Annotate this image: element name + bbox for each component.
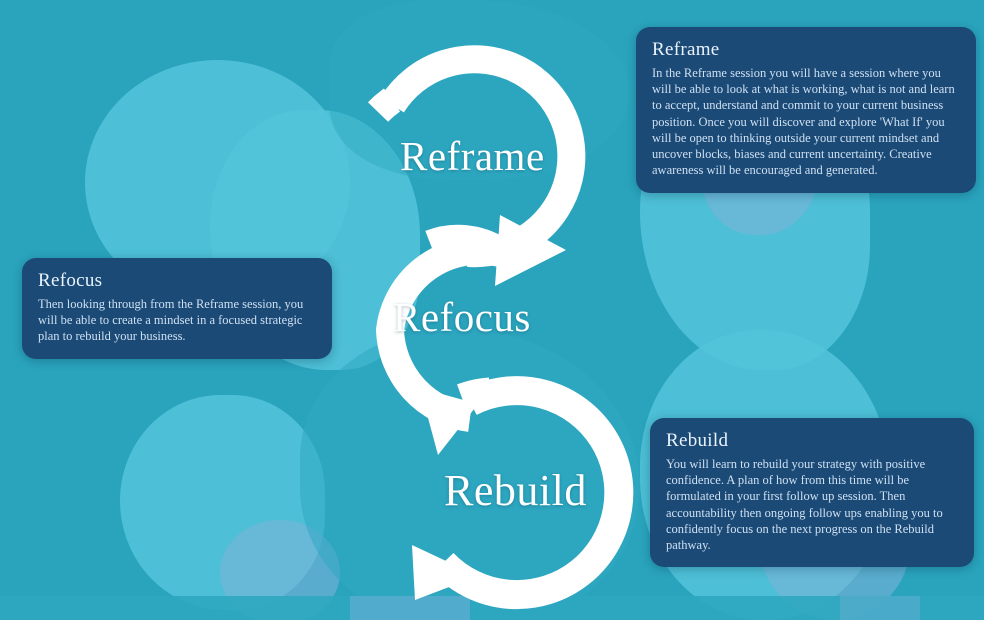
- refocus-arrow-icon: [375, 224, 507, 455]
- card-reframe-title: Reframe: [652, 39, 720, 60]
- stage-label-reframe: Reframe: [400, 133, 545, 179]
- reframe-arrow-icon: [367, 45, 586, 286]
- card-refocus-title: Refocus: [38, 270, 103, 291]
- card-refocus-body: Then looking through from the Reframe se…: [38, 296, 304, 344]
- card-refocus: Refocus Then looking through from the Re…: [22, 258, 332, 359]
- stage-label-rebuild: Rebuild: [444, 466, 587, 515]
- card-reframe: Reframe In the Reframe session you will …: [636, 27, 976, 193]
- background-band: [840, 596, 920, 620]
- background-band: [350, 596, 470, 620]
- card-rebuild-title: Rebuild: [666, 430, 729, 451]
- stage-label-refocus: Refocus: [393, 294, 531, 340]
- rebuild-arrow-icon: [412, 376, 634, 610]
- card-reframe-body: In the Reframe session you will have a s…: [652, 65, 955, 178]
- card-rebuild-body: You will learn to rebuild your strategy …: [666, 456, 943, 553]
- card-rebuild: Rebuild You will learn to rebuild your s…: [650, 418, 974, 568]
